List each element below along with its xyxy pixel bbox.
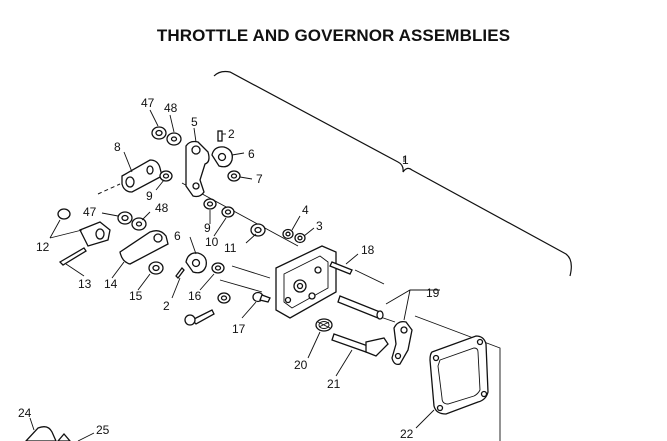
diagram-title: THROTTLE AND GOVERNOR ASSEMBLIES — [156, 26, 511, 45]
callout-15: 15 — [129, 289, 143, 303]
part-18-stud — [329, 261, 353, 275]
part-48-mid-washer — [131, 217, 147, 231]
callout-11: 11 — [224, 241, 237, 255]
callout-1: 1 — [402, 153, 409, 167]
part-7-washer — [227, 170, 241, 182]
part-5-throttle-lever — [185, 140, 210, 198]
part-9-top-spacer — [159, 170, 173, 182]
callout-25: 25 — [96, 423, 110, 437]
part-8-linkage-block — [121, 159, 163, 193]
part-22-gasket — [429, 335, 489, 415]
callout-48-mid: 48 — [155, 201, 169, 215]
callout-6-mid: 6 — [174, 229, 181, 243]
part-15-spacer — [148, 261, 164, 275]
part-20-spring — [315, 318, 333, 332]
callout-7: 7 — [256, 172, 263, 186]
part-16-washer — [211, 262, 225, 274]
callout-16: 16 — [188, 289, 202, 303]
callout-47-mid: 47 — [83, 205, 97, 219]
part-10-washer — [221, 206, 235, 218]
part-spacer-lower — [217, 292, 231, 304]
linkage-dashed-line — [97, 183, 121, 195]
callout-8: 8 — [114, 140, 121, 154]
part-6-top-cam — [211, 146, 233, 168]
part-11-nut — [250, 223, 266, 237]
callout-47-top: 47 — [141, 96, 155, 110]
callout-2-top: 2 — [228, 127, 235, 141]
part-48-top-washer — [166, 132, 182, 146]
callout-22: 22 — [400, 427, 414, 441]
part-6-mid-cam — [185, 252, 207, 274]
part-2-mid-pin — [175, 267, 185, 279]
callout-21: 21 — [327, 377, 341, 391]
callout-19: 19 — [426, 286, 440, 300]
part-3-washer — [294, 232, 306, 244]
part-14-governor-lever — [119, 230, 169, 265]
callout-9-mid: 9 — [204, 221, 211, 235]
callout-13: 13 — [78, 277, 92, 291]
housing-plate — [275, 245, 337, 319]
part-17-bolt — [252, 291, 271, 303]
part-13-clip — [58, 247, 87, 266]
callout-5: 5 — [191, 115, 198, 129]
part-4-nut — [282, 228, 294, 240]
part-2-top-pin — [217, 130, 223, 142]
assembly-bracket — [213, 70, 572, 277]
callout-14: 14 — [104, 277, 118, 291]
part-24-partial — [25, 426, 57, 441]
callout-48-top: 48 — [164, 101, 178, 115]
part-25-partial — [57, 433, 71, 441]
callout-10: 10 — [205, 235, 219, 249]
part-12-adjuster — [57, 208, 111, 247]
callout-24: 24 — [18, 406, 32, 420]
callout-2-mid: 2 — [163, 299, 170, 313]
part-screw-lower — [184, 309, 215, 326]
leader-lines — [29, 109, 440, 441]
callout-18: 18 — [361, 243, 375, 257]
callout-3: 3 — [316, 219, 323, 233]
callout-9-top: 9 — [146, 189, 153, 203]
callout-20: 20 — [294, 358, 308, 372]
callout-6-top: 6 — [248, 147, 255, 161]
callout-4: 4 — [302, 203, 309, 217]
callout-labels: 1 47 48 5 2 6 7 8 9 47 48 6 9 10 11 4 3 … — [18, 96, 440, 441]
callout-12: 12 — [36, 240, 50, 254]
callout-17: 17 — [232, 322, 246, 336]
part-47-top-nut — [151, 126, 167, 140]
part-21-governor-shaft — [331, 333, 389, 357]
part-19-lever — [391, 320, 413, 366]
part-47-mid-nut — [117, 211, 133, 225]
part-19-shaft — [337, 295, 384, 320]
part-9-mid-spacer — [203, 198, 217, 210]
